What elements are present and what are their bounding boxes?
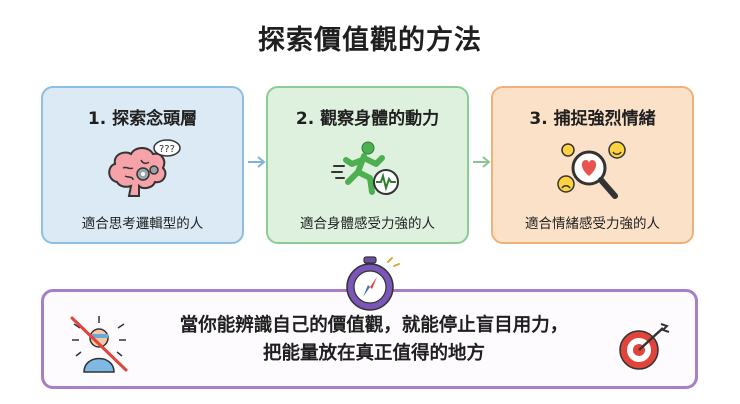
brain-gears-icon: ??? bbox=[103, 138, 183, 206]
method-card-thoughts: 1. 探索念頭層 ??? 適合思考邏輯型的人 bbox=[41, 86, 244, 244]
card-title: 2. 觀察身體的動力 bbox=[295, 109, 440, 129]
card-subtitle: 適合身體感受力強的人 bbox=[300, 216, 435, 232]
arrow-right-icon bbox=[473, 156, 491, 168]
arrow-right-icon bbox=[248, 156, 266, 168]
card-subtitle: 適合情緒感受力強的人 bbox=[525, 216, 660, 232]
method-card-emotions: 3. 捕捉強烈情緒 適合情緒感受力強的人 bbox=[491, 86, 694, 244]
conclusion-text: 當你能辨識自己的價值觀，就能停止盲目用力， 把能量放在真正值得的地方 bbox=[174, 312, 574, 368]
target-icon bbox=[617, 322, 671, 376]
conclusion-line-2: 把能量放在真正值得的地方 bbox=[262, 343, 485, 364]
conclusion-line-1: 當你能辨識自己的價值觀，就能停止盲目用力， bbox=[179, 315, 569, 336]
confused-person-icon bbox=[68, 314, 130, 378]
page-title: 探索價值觀的方法 bbox=[258, 25, 482, 56]
method-card-body: 2. 觀察身體的動力 適合身體感受力強的人 bbox=[266, 86, 469, 244]
stopwatch-icon bbox=[339, 256, 401, 318]
card-subtitle: 適合思考邏輯型的人 bbox=[81, 216, 204, 232]
magnifier-heart-icon bbox=[553, 138, 633, 206]
card-title: 3. 捕捉強烈情緒 bbox=[529, 109, 656, 129]
svg-text:???: ??? bbox=[159, 144, 175, 155]
card-title: 1. 探索念頭層 bbox=[87, 109, 198, 129]
running-person-icon bbox=[328, 138, 408, 206]
